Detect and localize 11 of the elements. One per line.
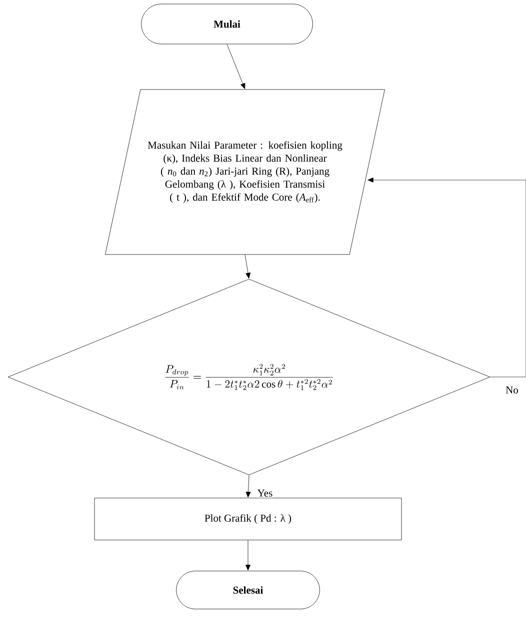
end-terminal: Selesai (176, 570, 320, 610)
edge-label: No (504, 386, 520, 394)
arrow (244, 254, 250, 279)
start-terminal: Mulai (141, 4, 313, 44)
arrow (226, 44, 246, 89)
input-parallelogram: Masukan Nilai Parameter : koefisien kopling (κ), Indeks Bias Linear dan Nonlinear ( n$_{0}$ dan n$_{2}$) Jari-jari Ring (R), Panjang Gelombang (λ ), Koefisien Transmisi ( t ), dan Efektif Mode Core (A$_{eff}$). (105, 89, 385, 255)
edge-label: Yes (256, 488, 274, 498)
arrow (246, 540, 250, 570)
arrow (246, 474, 251, 498)
arrow (368, 178, 526, 378)
process-box: Plot Grafik ( Pd : λ ) (94, 498, 402, 540)
